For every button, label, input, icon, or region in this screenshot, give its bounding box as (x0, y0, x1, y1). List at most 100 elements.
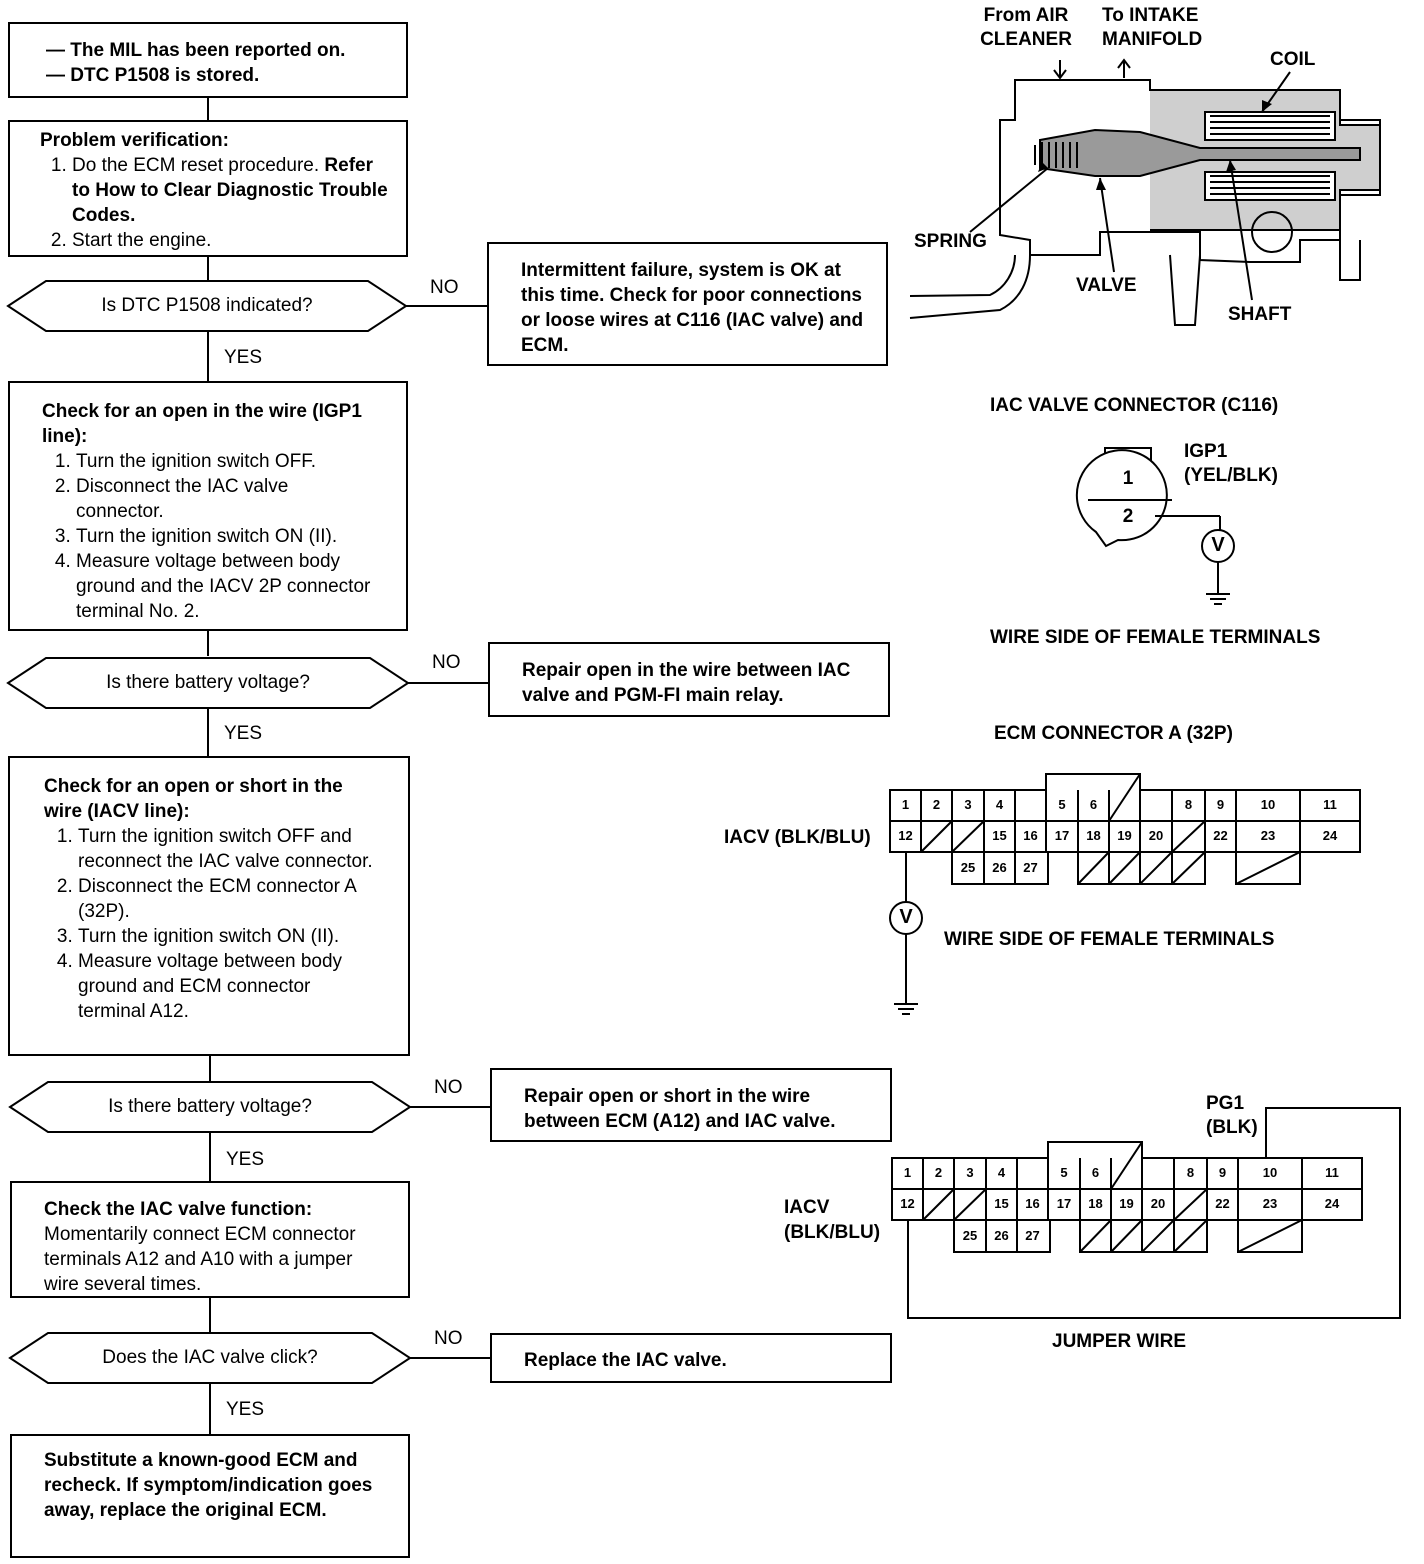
jumper-wire-caption: JUMPER WIRE (1052, 1331, 1187, 1352)
ecm-connector-caption: WIRE SIDE OF FEMALE TERMINALS (944, 929, 1275, 950)
ecm-connector-title: ECM CONNECTOR A (32P) (994, 723, 1233, 744)
iacv-check-box: Check for an open or short in the wire (… (8, 756, 410, 1056)
verify-step-1: Do the ECM reset procedure. Refer to How… (72, 153, 394, 228)
iac-connector-drawing (1075, 447, 1235, 605)
jumper-pin-3: 3 (966, 1165, 974, 1180)
ecm-pin-11: 11 (1323, 797, 1337, 812)
valve-function-body: Momentarily connect ECM connector termin… (44, 1224, 356, 1295)
jumper-pin-20: 20 (1150, 1196, 1166, 1211)
no-label-3: NO (434, 1077, 463, 1098)
yes-label-3: YES (226, 1149, 265, 1170)
iacv-step-2: Disconnect the ECM connector A (32P). (78, 874, 382, 924)
ecm-pin-3: 3 (964, 797, 972, 812)
yes-label-1: YES (224, 347, 263, 368)
iac-connector-title: IAC VALVE CONNECTOR (C116) (990, 395, 1279, 416)
start-line-2: — DTC P1508 is stored. (46, 65, 260, 86)
valve-function-heading: Check the IAC valve function: (44, 1199, 313, 1220)
iac-valve-illustration (909, 58, 1381, 326)
iacv-step-4: Measure voltage between body ground and … (78, 949, 382, 1024)
yes-label-4: YES (226, 1399, 265, 1420)
jumper-pin-15: 15 (994, 1196, 1009, 1211)
start-line-1: — The MIL has been reported on. (46, 40, 346, 61)
pg1-color-label: (BLK) (1206, 1117, 1258, 1138)
verify-step-1-ref: Refer to How to Clear Diagnostic Trouble… (72, 155, 388, 226)
ecm-pin-10: 10 (1260, 797, 1276, 812)
ecm-pin-9: 9 (1216, 797, 1225, 812)
jumper-pin-17: 17 (1056, 1196, 1072, 1211)
iacv-step-1: Turn the ignition switch OFF and reconne… (78, 824, 382, 874)
repair-igp1-text: Repair open in the wire between IAC valv… (522, 660, 851, 706)
ecm-pin-17: 17 (1054, 828, 1070, 843)
decision-2-text: Is there battery voltage? (106, 672, 310, 693)
valve-label: VALVE (1076, 275, 1137, 296)
ecm-iacv-label: IACV (BLK/BLU) (724, 827, 871, 848)
jumper-pin-24: 24 (1324, 1196, 1340, 1211)
jumper-pin-26: 26 (994, 1228, 1009, 1243)
jumper-pin-16: 16 (1025, 1196, 1040, 1211)
iacv-check-heading: Check for an open or short in the wire (… (44, 776, 343, 822)
intermittent-failure-text: Intermittent failure, system is OK at th… (521, 260, 864, 356)
jumper-pin-22: 22 (1215, 1196, 1230, 1211)
ecm-pin-6: 6 (1089, 797, 1098, 812)
no-label-1: NO (430, 277, 459, 298)
ecm-pin-4: 4 (995, 797, 1004, 812)
jumper-pin-2: 2 (934, 1165, 943, 1180)
ecm-pin-1: 1 (901, 797, 910, 812)
shaft-label: SHAFT (1228, 304, 1292, 325)
jumper-pin-5: 5 (1060, 1165, 1068, 1180)
ecm-connector-grid (889, 773, 1361, 1015)
igp1-step-3: Turn the ignition switch ON (II). (76, 524, 380, 549)
jumper-pin-9: 9 (1218, 1165, 1227, 1180)
ecm-pin-22: 22 (1213, 828, 1228, 843)
valve-function-box: Check the IAC valve function: Momentaril… (10, 1181, 410, 1298)
jumper-pin-19: 19 (1119, 1196, 1134, 1211)
coil-label: COIL (1270, 49, 1316, 70)
verify-step-2: Start the engine. (72, 228, 394, 253)
iac-pin-2: 2 (1122, 506, 1134, 527)
igp1-step-1: Turn the ignition switch OFF. (76, 449, 380, 474)
jumper-iacv-color-label: (BLK/BLU) (784, 1222, 881, 1243)
to-intake-manifold-label: To INTAKE MANIFOLD (1102, 5, 1203, 50)
ecm-pin-16: 16 (1023, 828, 1038, 843)
ecm-pin-19: 19 (1117, 828, 1132, 843)
jumper-iacv-label: IACV (784, 1197, 830, 1218)
ecm-pin-12: 12 (898, 828, 913, 843)
ecm-pin-26: 26 (992, 860, 1007, 875)
jumper-connector-grid (891, 1107, 1401, 1319)
jumper-pin-11: 11 (1325, 1165, 1339, 1180)
substitute-ecm-text: Substitute a known-good ECM and recheck.… (44, 1450, 373, 1521)
ecm-pin-20: 20 (1148, 828, 1164, 843)
jumper-pin-25: 25 (962, 1228, 978, 1243)
jumper-pin-4: 4 (997, 1165, 1006, 1180)
repair-iacv-text: Repair open or short in the wire between… (524, 1086, 836, 1132)
replace-valve-text: Replace the IAC valve. (524, 1350, 727, 1371)
spring-label: SPRING (914, 231, 987, 252)
igp1-color-label: (YEL/BLK) (1184, 465, 1278, 486)
substitute-ecm-box: Substitute a known-good ECM and recheck.… (10, 1434, 410, 1558)
jumper-pin-27: 27 (1025, 1228, 1040, 1243)
ecm-pin-27: 27 (1023, 860, 1038, 875)
igp1-check-heading: Check for an open in the wire (IGP1 line… (42, 401, 362, 447)
igp1-step-4: Measure voltage between body ground and … (76, 549, 380, 624)
ecm-pin-15: 15 (992, 828, 1007, 843)
intermittent-failure-box: Intermittent failure, system is OK at th… (487, 242, 888, 366)
repair-iacv-box: Repair open or short in the wire between… (490, 1068, 892, 1142)
ecm-pin-25: 25 (960, 860, 976, 875)
ecm-voltmeter-symbol: V (899, 906, 913, 928)
igp1-check-box: Check for an open in the wire (IGP1 line… (8, 381, 408, 631)
iacv-step-3: Turn the ignition switch ON (II). (78, 924, 382, 949)
problem-verification-box: Problem verification: Do the ECM reset p… (8, 120, 408, 257)
decision-4-text: Does the IAC valve click? (102, 1347, 318, 1368)
decision-shapes (6, 280, 412, 1384)
ecm-pin-2: 2 (932, 797, 941, 812)
ecm-pin-18: 18 (1086, 828, 1101, 843)
from-air-cleaner-label: From AIR CLEANER (980, 5, 1072, 50)
ecm-pin-23: 23 (1260, 828, 1276, 843)
repair-igp1-box: Repair open in the wire between IAC valv… (488, 642, 890, 717)
jumper-pin-10: 10 (1262, 1165, 1278, 1180)
no-label-2: NO (432, 652, 461, 673)
jumper-pin-8: 8 (1186, 1165, 1195, 1180)
replace-valve-box: Replace the IAC valve. (490, 1333, 892, 1383)
decision-3-text: Is there battery voltage? (108, 1096, 312, 1117)
